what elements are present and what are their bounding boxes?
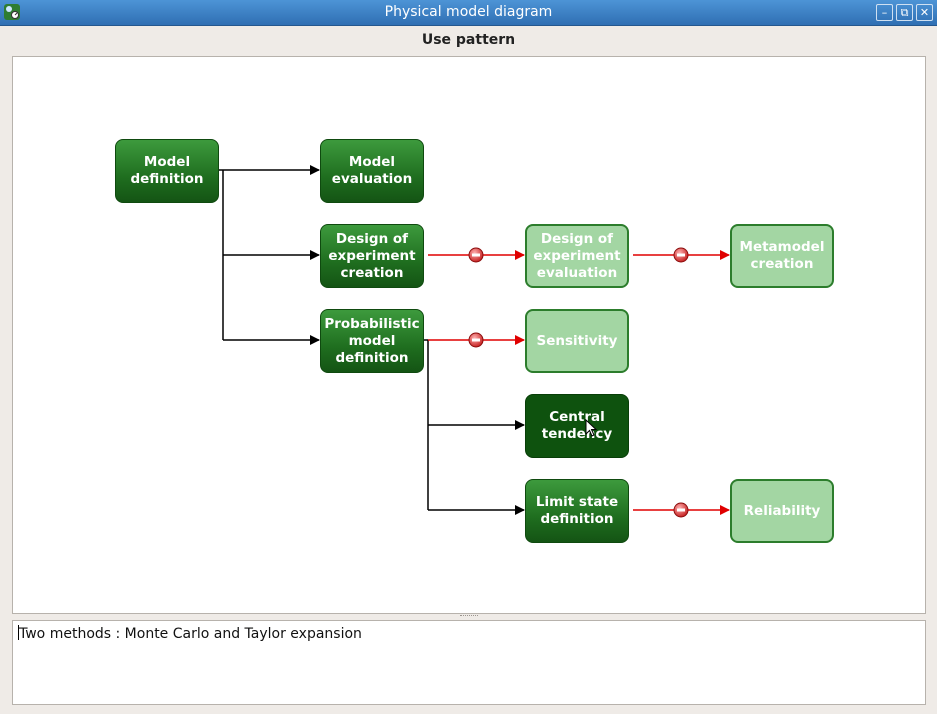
node-reliability[interactable]: Reliability — [730, 479, 834, 543]
node-probabilistic-model-definition[interactable]: Probabilistic model definition — [320, 309, 424, 373]
node-metamodel-creation[interactable]: Metamodel creation — [730, 224, 834, 288]
text-caret — [18, 625, 19, 640]
mouse-cursor-icon — [585, 419, 598, 437]
node-central-tendency[interactable]: Central tendency — [525, 394, 629, 458]
node-limit-state-definition[interactable]: Limit state definition — [525, 479, 629, 543]
app-icon — [4, 4, 20, 20]
node-doe-evaluation[interactable]: Design of experiment evaluation — [525, 224, 629, 288]
blocked-marker-icon — [468, 247, 484, 263]
description-text: Two methods : Monte Carlo and Taylor exp… — [19, 626, 362, 642]
node-sensitivity[interactable]: Sensitivity — [525, 309, 629, 373]
section-title: Use pattern — [421, 32, 516, 48]
blocked-marker-icon — [468, 332, 484, 348]
connector-probabilistic-model — [424, 339, 525, 515]
description-text-area[interactable]: Two methods : Monte Carlo and Taylor exp… — [12, 620, 926, 705]
blocked-marker-icon — [673, 247, 689, 263]
blocked-connectors — [428, 250, 730, 515]
connectors — [219, 165, 730, 518]
diagram-canvas: Model definition Model evaluation Design… — [12, 56, 926, 614]
title-bar[interactable]: Physical model diagram – ⧉ ✕ — [0, 0, 937, 26]
close-button[interactable]: ✕ — [916, 4, 933, 21]
node-doe-creation[interactable]: Design of experiment creation — [320, 224, 424, 288]
node-model-definition[interactable]: Model definition — [115, 139, 219, 203]
node-model-evaluation[interactable]: Model evaluation — [320, 139, 424, 203]
minimize-button[interactable]: – — [876, 4, 893, 21]
window-title: Physical model diagram — [384, 4, 553, 20]
splitter-handle[interactable] — [460, 615, 478, 618]
connector-model-definition — [219, 165, 320, 345]
maximize-button[interactable]: ⧉ — [896, 4, 913, 21]
blocked-marker-icon — [673, 502, 689, 518]
